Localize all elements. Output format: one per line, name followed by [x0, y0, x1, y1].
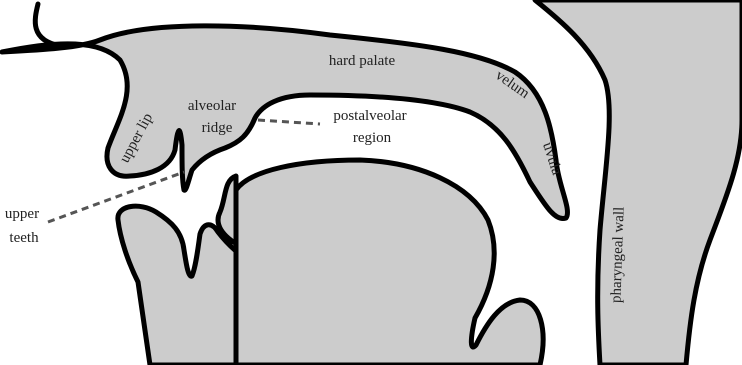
- postalveolar-leader: [258, 120, 320, 124]
- pharyngeal-wall: [535, 0, 742, 365]
- label-postalveolar-1: postalveolar: [333, 108, 406, 124]
- nasal-outline: [35, 4, 60, 46]
- label-hard-palate: hard palate: [329, 53, 396, 69]
- tongue: [236, 160, 543, 365]
- label-postalveolar-2: region: [353, 130, 392, 146]
- label-alveolar-ridge-1: alveolar: [188, 98, 236, 114]
- label-upper-teeth-2: teeth: [9, 230, 39, 246]
- label-alveolar-ridge-2: ridge: [202, 120, 233, 136]
- label-upper-teeth-1: upper: [5, 206, 39, 222]
- label-pharyngeal-wall: pharyngeal wall: [608, 207, 627, 304]
